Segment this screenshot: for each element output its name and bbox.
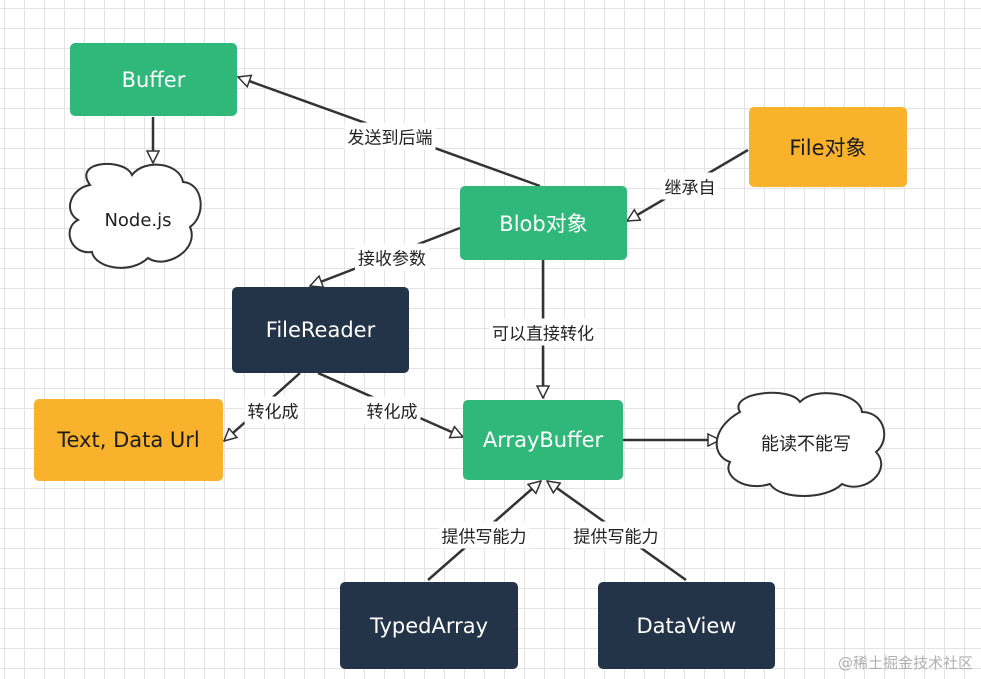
rw-cloud-shape (715, 391, 886, 497)
edge-label-direct-convert: 可以直接转化 (489, 318, 597, 346)
file-node: File对象 (749, 107, 907, 187)
filereader-node: FileReader (232, 287, 409, 373)
arraybuffer-node: ArrayBuffer (463, 400, 623, 480)
edge-label-typedarray-write: 提供写能力 (438, 521, 530, 549)
blob-node: Blob对象 (460, 186, 627, 260)
watermark: @稀土掘金技术社区 (837, 654, 973, 672)
dataview-node: DataView (598, 582, 775, 669)
edge-label-send-to-backend: 发送到后端 (344, 122, 436, 150)
nodejs-cloud-label: Node.js (104, 209, 172, 231)
edge-label-dataview-write: 提供写能力 (570, 521, 662, 549)
edge-label-convert-to-text: 转化成 (244, 396, 302, 424)
edge-label-inherits-from: 继承自 (661, 172, 719, 200)
typedarray-node: TypedArray (340, 582, 518, 669)
rw-cloud-label: 能读不能写 (761, 434, 851, 455)
text-dataurl-node: Text, Data Url (34, 399, 223, 481)
edge-label-convert-to-arraybuffer: 转化成 (363, 396, 421, 424)
edge-label-receives-param: 接收参数 (355, 243, 429, 271)
nodejs-cloud-shape (68, 162, 202, 269)
buffer-node: Buffer (70, 43, 237, 116)
